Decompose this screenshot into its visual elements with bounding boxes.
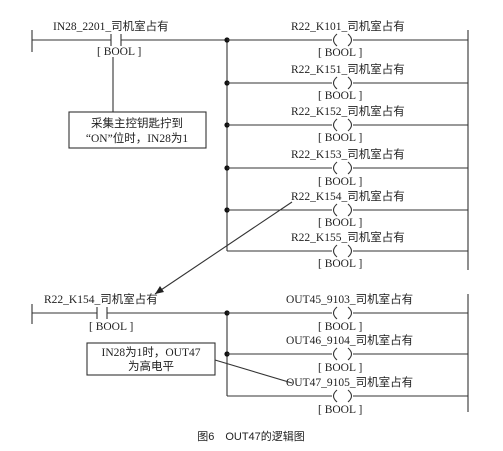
rung2-coil-1: OUT46_9104_司机室占有 [ BOOL ]: [227, 333, 468, 374]
rung1-coil-0: R22_K101_司机室占有 [ BOOL ]: [227, 19, 468, 59]
coil-tag: R22_K151_司机室占有: [291, 62, 405, 76]
coil-type: [ BOOL ]: [318, 362, 362, 374]
coil-tag: OUT46_9104_司机室占有: [286, 333, 413, 347]
rung1-coil-3: R22_K153_司机室占有 [ BOOL ]: [227, 147, 468, 188]
figure-caption: 图6 OUT47的逻辑图: [197, 429, 305, 443]
rung2-contact-tag: R22_K154_司机室占有: [44, 292, 158, 306]
rung1-contact: [110, 34, 122, 46]
rung1-note-line-1: 采集主控钥匙拧到: [91, 116, 183, 130]
coil-tag: R22_K155_司机室占有: [291, 230, 405, 244]
coil-tag: R22_K153_司机室占有: [291, 147, 405, 161]
coil-type: [ BOOL ]: [318, 258, 362, 270]
rung1-coil-1: R22_K151_司机室占有 [ BOOL ]: [227, 62, 468, 102]
rung1-contact-tag: IN28_2201_司机室占有: [53, 19, 169, 33]
coil-type: [ BOOL ]: [318, 47, 362, 59]
rung2-contact: [96, 307, 108, 319]
coil-type: [ BOOL ]: [318, 90, 362, 102]
rung2-coil-0: OUT45_9103_司机室占有 [ BOOL ]: [227, 292, 468, 333]
coil-type: [ BOOL ]: [318, 132, 362, 144]
rung1-contact-type: [ BOOL ]: [97, 46, 141, 58]
rung2-note-box: [86, 342, 216, 376]
rung1-note-box: [68, 111, 207, 149]
coil-tag: OUT47_9105_司机室占有: [286, 375, 413, 389]
coil-tag: R22_K101_司机室占有: [291, 19, 405, 33]
rung1-coil-5: R22_K155_司机室占有 [ BOOL ]: [227, 230, 468, 270]
rung2-contact-type: [ BOOL ]: [89, 321, 133, 333]
coil-tag: R22_K152_司机室占有: [291, 104, 405, 118]
coil-tag: OUT45_9103_司机室占有: [286, 292, 413, 306]
rung1-note-line-2: “ON”位时，IN28为1: [86, 131, 188, 145]
rung1-coil-2: R22_K152_司机室占有 [ BOOL ]: [227, 104, 468, 144]
rung1-coil-4: R22_K154_司机室占有 [ BOOL ]: [227, 189, 468, 229]
coil-type: [ BOOL ]: [318, 217, 362, 229]
coil-type: [ BOOL ]: [318, 176, 362, 188]
coil-type: [ BOOL ]: [318, 321, 362, 333]
link-arrow: [154, 201, 293, 295]
rung2-note-leader: [214, 359, 293, 384]
rung2-coil-2: OUT47_9105_司机室占有 [ BOOL ]: [227, 375, 468, 416]
rung2-note-line-1: IN28为1时，OUT47: [101, 346, 200, 359]
coil-type: [ BOOL ]: [318, 404, 362, 416]
coil-tag: R22_K154_司机室占有: [291, 189, 405, 203]
rung2-note-line-2: 为高电平: [128, 359, 174, 373]
